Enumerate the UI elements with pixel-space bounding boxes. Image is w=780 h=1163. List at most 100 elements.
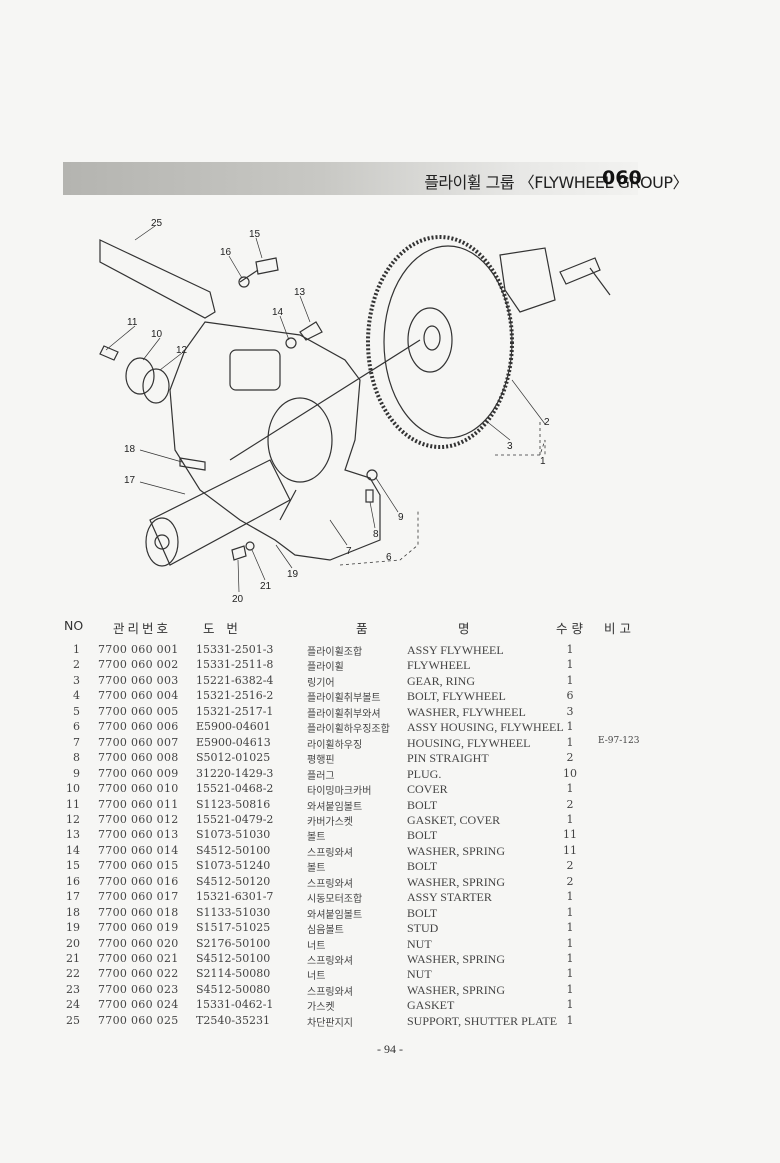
- korean-name: 플라이휠취부볼트: [307, 693, 381, 705]
- mgmt-number: 7700 060 003: [98, 673, 179, 687]
- quantity: 10: [563, 766, 577, 780]
- quantity: 1: [566, 890, 574, 904]
- part-no: 22: [66, 967, 80, 981]
- korean-name: 플라이휠: [307, 662, 344, 674]
- washer-16: [238, 276, 250, 288]
- quantity: 1: [566, 782, 574, 796]
- mgmt-number: 7700 060 017: [98, 890, 179, 904]
- korean-name: 스프링와셔: [307, 878, 353, 890]
- washer-14: [285, 337, 297, 349]
- part-no: 15: [66, 859, 80, 873]
- quantity: 1: [566, 658, 574, 672]
- quantity: 1: [566, 982, 574, 996]
- drawing-number: S1133-51030: [196, 905, 271, 919]
- part-no: 3: [73, 673, 80, 687]
- part-no: 8: [73, 751, 80, 765]
- english-name: BOLT: [407, 859, 438, 874]
- korean-name: 와셔붙임볼트: [307, 909, 363, 921]
- part-no: 14: [66, 843, 80, 857]
- callout-1: 1: [540, 456, 546, 467]
- english-name: WASHER, SPRING: [407, 952, 506, 966]
- english-name: BOLT: [407, 828, 438, 843]
- korean-name: 스프링와셔: [307, 847, 353, 859]
- part-no: 6: [73, 720, 80, 734]
- korean-name: 플라이휠하우징조합: [307, 724, 390, 736]
- quantity: 1: [566, 936, 574, 950]
- mgmt-number: 7700 060 020: [98, 936, 179, 950]
- callout-2: 2: [544, 417, 550, 428]
- drawing-number: 15321-2517-1: [196, 704, 274, 718]
- english-name: GEAR, RING: [407, 673, 475, 688]
- callout-19: 19: [287, 569, 299, 580]
- part-no: 4: [73, 689, 80, 703]
- quantity: 1: [566, 967, 574, 981]
- callout-13: 13: [294, 287, 306, 298]
- callout-9: 9: [398, 512, 404, 523]
- group-code: 060: [602, 167, 642, 189]
- part-no: 23: [66, 982, 80, 996]
- mgmt-number: 7700 060 010: [98, 782, 179, 796]
- english-name: WASHER, SPRING: [407, 874, 506, 889]
- part-no: 19: [66, 921, 80, 935]
- callout-18: 18: [124, 444, 136, 455]
- korean-name: 너트: [307, 940, 326, 952]
- flywheel: [383, 245, 513, 439]
- callout-12: 12: [176, 345, 188, 356]
- korean-name: 볼트: [307, 832, 326, 844]
- mgmt-number: 7700 060 001: [98, 643, 179, 656]
- cover-gasket: [142, 368, 170, 404]
- korean-name: 와셔붙임볼트: [307, 801, 363, 813]
- korean-name: 차단판지지: [307, 1017, 353, 1029]
- callout-17: 17: [124, 475, 136, 486]
- english-name: HOUSING, FLYWHEEL: [407, 735, 531, 750]
- mgmt-number: 7700 060 025: [98, 1013, 179, 1027]
- starter-motor: [149, 459, 291, 566]
- leader-lines: [105, 225, 546, 593]
- callout-7: 7: [346, 546, 352, 557]
- mgmt-number: 7700 060 015: [98, 859, 179, 873]
- header-mgmt-number: 관리번호: [113, 621, 172, 636]
- korean-name: 라이휠하우징: [307, 739, 363, 751]
- english-name: BOLT: [407, 797, 438, 812]
- mgmt-number: 7700 060 009: [98, 766, 179, 780]
- korean-name: 카버가스켓: [307, 816, 353, 828]
- part-no: 12: [66, 812, 80, 826]
- drawing-number: 15331-2501-3: [196, 643, 274, 656]
- quantity: 1: [566, 998, 574, 1012]
- quantity: 1: [566, 1013, 574, 1027]
- drawing-number: S5012-01025: [196, 751, 271, 765]
- quantity: 1: [566, 735, 574, 749]
- mgmt-number: 7700 060 018: [98, 905, 179, 919]
- mgmt-number: 7700 060 022: [98, 967, 179, 981]
- quantity: 1: [566, 952, 574, 965]
- flywheel-bolt: [559, 257, 611, 296]
- korean-name: 심음볼트: [307, 925, 344, 937]
- drawing-number: 15221-6382-4: [196, 673, 274, 687]
- mgmt-number: 7700 060 002: [98, 658, 179, 672]
- callout-15: 15: [249, 229, 261, 240]
- washer-21: [245, 541, 255, 551]
- drawing-number: S1517-51025: [196, 921, 271, 935]
- header-name-left: 품: [356, 621, 368, 636]
- mgmt-number: 7700 060 013: [98, 828, 179, 842]
- callout-21: 21: [260, 581, 272, 592]
- quantity: 2: [566, 874, 574, 888]
- callout-10: 10: [151, 329, 163, 340]
- drawing-number: S1073-51240: [196, 859, 271, 873]
- korean-name: 시동모터조합: [307, 894, 363, 906]
- group-bracket-6: [339, 510, 419, 566]
